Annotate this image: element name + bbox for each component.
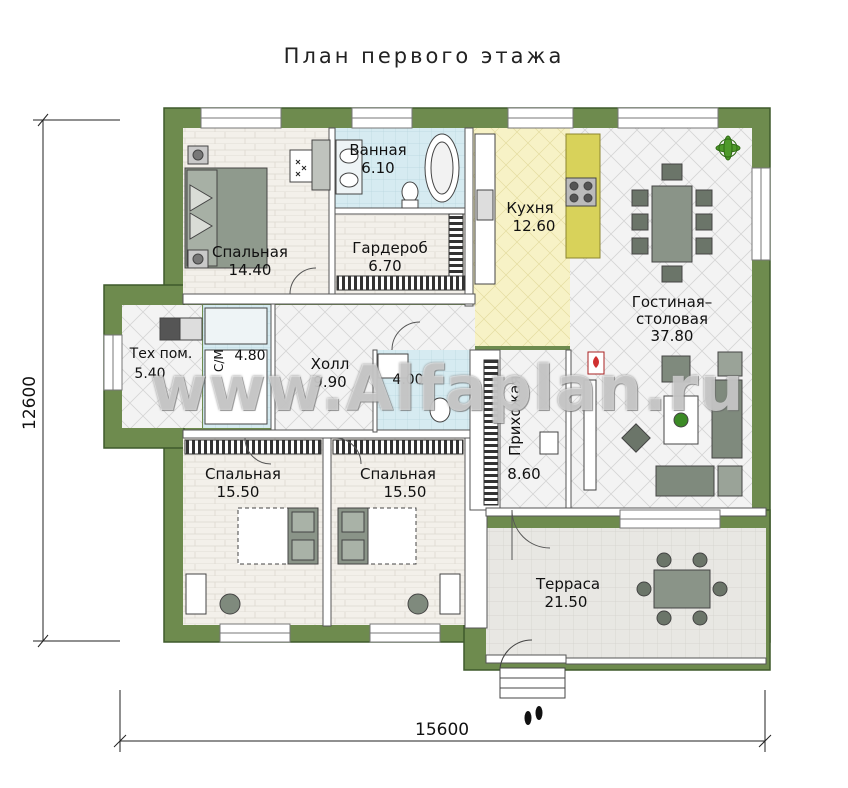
room-kitchen-name: Кухня: [506, 199, 554, 217]
wardrobe-racks: [184, 213, 499, 506]
windows: [103, 107, 771, 643]
dimension-lines: [33, 113, 772, 752]
room-entry-area: 8.60: [507, 465, 541, 483]
room-bedroom-main-name: Спальная: [212, 243, 288, 261]
room-terrace-area: 21.50: [544, 593, 588, 611]
room-living-area: 37.80: [650, 327, 694, 345]
room-bedroom-right-name: Спальная: [360, 465, 436, 483]
plan-title: План первого этажа: [283, 44, 565, 68]
room-bedroom-left-area: 15.50: [216, 483, 260, 501]
room-kitchen-area: 12.60: [512, 217, 556, 235]
room-terrace-name: Терраса: [535, 575, 601, 593]
room-bedroom-main-area: 14.40: [228, 261, 272, 279]
room-hall-area: 9.90: [313, 373, 347, 391]
furniture: [159, 133, 743, 626]
room-bedroom-right-area: 15.50: [383, 483, 427, 501]
width-dimension: 15600: [415, 720, 470, 740]
room-bathroom-name: Ванная: [349, 141, 407, 159]
plant-icon: [715, 135, 741, 161]
room-hall-name: Холл: [310, 355, 350, 373]
entry-floor: [500, 350, 568, 510]
room-wardrobe-area: 6.70: [368, 257, 402, 275]
terrace-edge: [485, 639, 767, 699]
room-tech-area: 5.40: [134, 366, 166, 382]
watermark: www.Alfaplan.ru: [150, 352, 745, 425]
room-tech-name: Тех пом.: [129, 346, 193, 362]
doors: [244, 267, 551, 560]
room-bedroom-left-name: Спальная: [205, 465, 281, 483]
room-bathroom-area: 6.10: [361, 159, 395, 177]
room-living-name2: столовая: [636, 310, 708, 328]
height-dimension: 12600: [20, 375, 40, 430]
room-wc-area: 4.00: [392, 372, 424, 388]
footprints-icon: [524, 706, 543, 725]
room-living-name: Гостиная–: [631, 293, 713, 311]
room-wardrobe-name: Гардероб: [352, 239, 428, 257]
room-closet-area: 4.80: [234, 348, 266, 364]
